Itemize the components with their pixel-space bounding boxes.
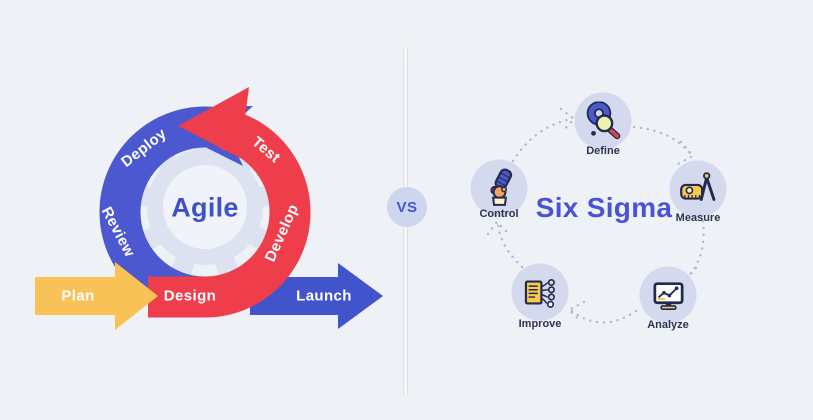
node-label-define: Define — [586, 145, 620, 157]
connector-control-define — [511, 117, 574, 163]
plan-arrow — [35, 262, 158, 330]
magnifier-question-icon — [586, 101, 620, 139]
node-measure — [669, 160, 727, 218]
node-label-measure: Measure — [675, 212, 721, 224]
measuring-tape-compass-icon — [679, 171, 715, 201]
vs-label: VS — [396, 198, 418, 216]
launch-label: Launch — [296, 287, 352, 305]
node-control — [470, 159, 528, 217]
six-sigma-title: Six Sigma — [535, 192, 673, 223]
agile-red-arrowhead — [178, 87, 249, 158]
node-analyze — [639, 266, 697, 324]
document-branch-icon — [524, 278, 555, 308]
node-label-analyze: Analyze — [647, 319, 689, 331]
monitor-chart-icon — [653, 281, 683, 310]
connector-arrow-improve — [566, 300, 586, 323]
node-improve — [511, 263, 569, 321]
agile-red-arc — [148, 110, 311, 318]
node-define — [574, 92, 632, 150]
node-label-improve: Improve — [518, 318, 562, 330]
connector-arrow-define — [559, 107, 576, 133]
connector-arrow-measure — [676, 140, 695, 166]
dotted-connectors — [486, 107, 705, 324]
connector-arrow-control — [486, 220, 510, 236]
arc-label-design: Design — [163, 287, 217, 305]
connector-analyze-improve — [570, 309, 638, 324]
connector-define-measure — [632, 125, 694, 158]
vs-badge: VS — [387, 187, 427, 227]
hand-lever-icon — [489, 168, 512, 206]
agile-title: Agile — [171, 192, 239, 223]
connector-measure-analyze — [684, 219, 705, 281]
connector-improve-control — [496, 222, 524, 269]
plan-label: Plan — [61, 287, 95, 305]
node-label-control: Control — [479, 208, 519, 220]
